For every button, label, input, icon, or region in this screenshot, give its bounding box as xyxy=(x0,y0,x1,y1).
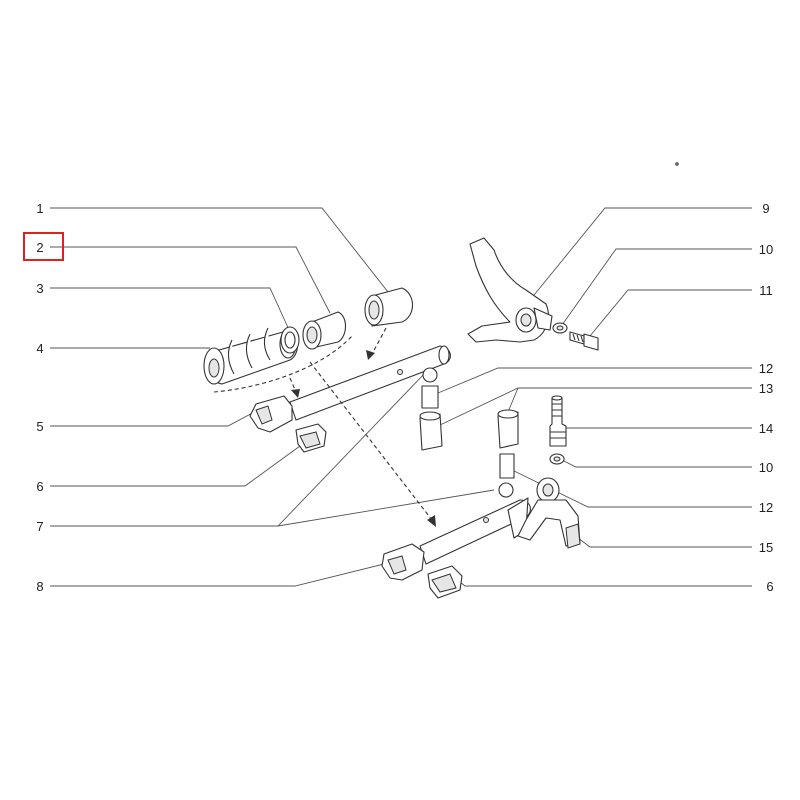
leader-11 xyxy=(589,289,752,337)
selected-callout-highlight xyxy=(23,232,64,261)
leader-9 xyxy=(529,207,752,301)
callout-label-1[interactable]: 1 xyxy=(36,201,43,216)
leader-13 xyxy=(439,387,752,426)
part-shift-fork-upper xyxy=(467,237,553,343)
leader-12a xyxy=(437,367,752,394)
callout-label-8[interactable]: 8 xyxy=(36,579,43,594)
callout-label-3[interactable]: 3 xyxy=(36,281,43,296)
part-boot xyxy=(203,327,353,393)
callout-label-13[interactable]: 13 xyxy=(759,381,773,396)
part-shift-rod-upper xyxy=(249,345,451,433)
leader-15 xyxy=(573,534,752,548)
part-clip-lower xyxy=(427,565,463,599)
callout-label-7[interactable]: 7 xyxy=(36,519,43,534)
callout-label-12-top[interactable]: 12 xyxy=(759,361,773,376)
leader-6b xyxy=(454,577,752,587)
part-detent-stack-upper xyxy=(419,367,443,451)
callout-label-12-bottom[interactable]: 12 xyxy=(759,500,773,515)
part-sleeve xyxy=(364,287,414,360)
leader-5 xyxy=(50,409,259,427)
callout-label-11[interactable]: 11 xyxy=(759,283,773,298)
callout-labels: 1 2 3 4 5 6 7 8 9 10 11 12 13 14 10 12 1… xyxy=(36,201,773,594)
part-washer-upper xyxy=(552,322,568,334)
part-shift-rod-lower xyxy=(381,497,531,581)
callout-label-15[interactable]: 15 xyxy=(759,540,773,555)
part-bolt xyxy=(569,331,599,351)
leader-7b xyxy=(277,489,495,527)
part-shift-fork-lower xyxy=(517,477,581,549)
leader-10b xyxy=(559,458,752,468)
leader-2 xyxy=(50,246,331,314)
leader-lines-right xyxy=(437,207,752,587)
leader-8 xyxy=(50,561,393,587)
callout-label-5[interactable]: 5 xyxy=(36,419,43,434)
part-stud xyxy=(549,395,567,447)
leader-12b xyxy=(511,469,752,508)
callout-label-14[interactable]: 14 xyxy=(759,421,773,436)
part-clip-upper xyxy=(295,423,327,453)
leader-10a xyxy=(561,248,752,326)
leader-1 xyxy=(50,207,389,293)
assembly-arrow-lower xyxy=(309,361,436,527)
part-detent-stack-lower xyxy=(497,409,519,498)
callout-label-4[interactable]: 4 xyxy=(36,341,43,356)
callout-label-10-top[interactable]: 10 xyxy=(759,242,773,257)
leader-lines-left xyxy=(50,207,495,587)
leader-13b xyxy=(507,387,519,413)
leader-3 xyxy=(50,287,291,333)
callout-label-2[interactable]: 2 xyxy=(36,240,43,255)
leader-6a xyxy=(50,445,301,487)
callout-label-9[interactable]: 9 xyxy=(762,201,769,216)
leader-7 xyxy=(50,371,427,527)
part-bushing xyxy=(302,311,347,350)
callout-label-6-right[interactable]: 6 xyxy=(766,579,773,594)
callout-label-6-left[interactable]: 6 xyxy=(36,479,43,494)
part-o-ring xyxy=(280,326,300,354)
part-washer-lower xyxy=(549,453,565,465)
callout-label-10-bottom[interactable]: 10 xyxy=(759,460,773,475)
scan-artifact-dot xyxy=(675,162,679,166)
